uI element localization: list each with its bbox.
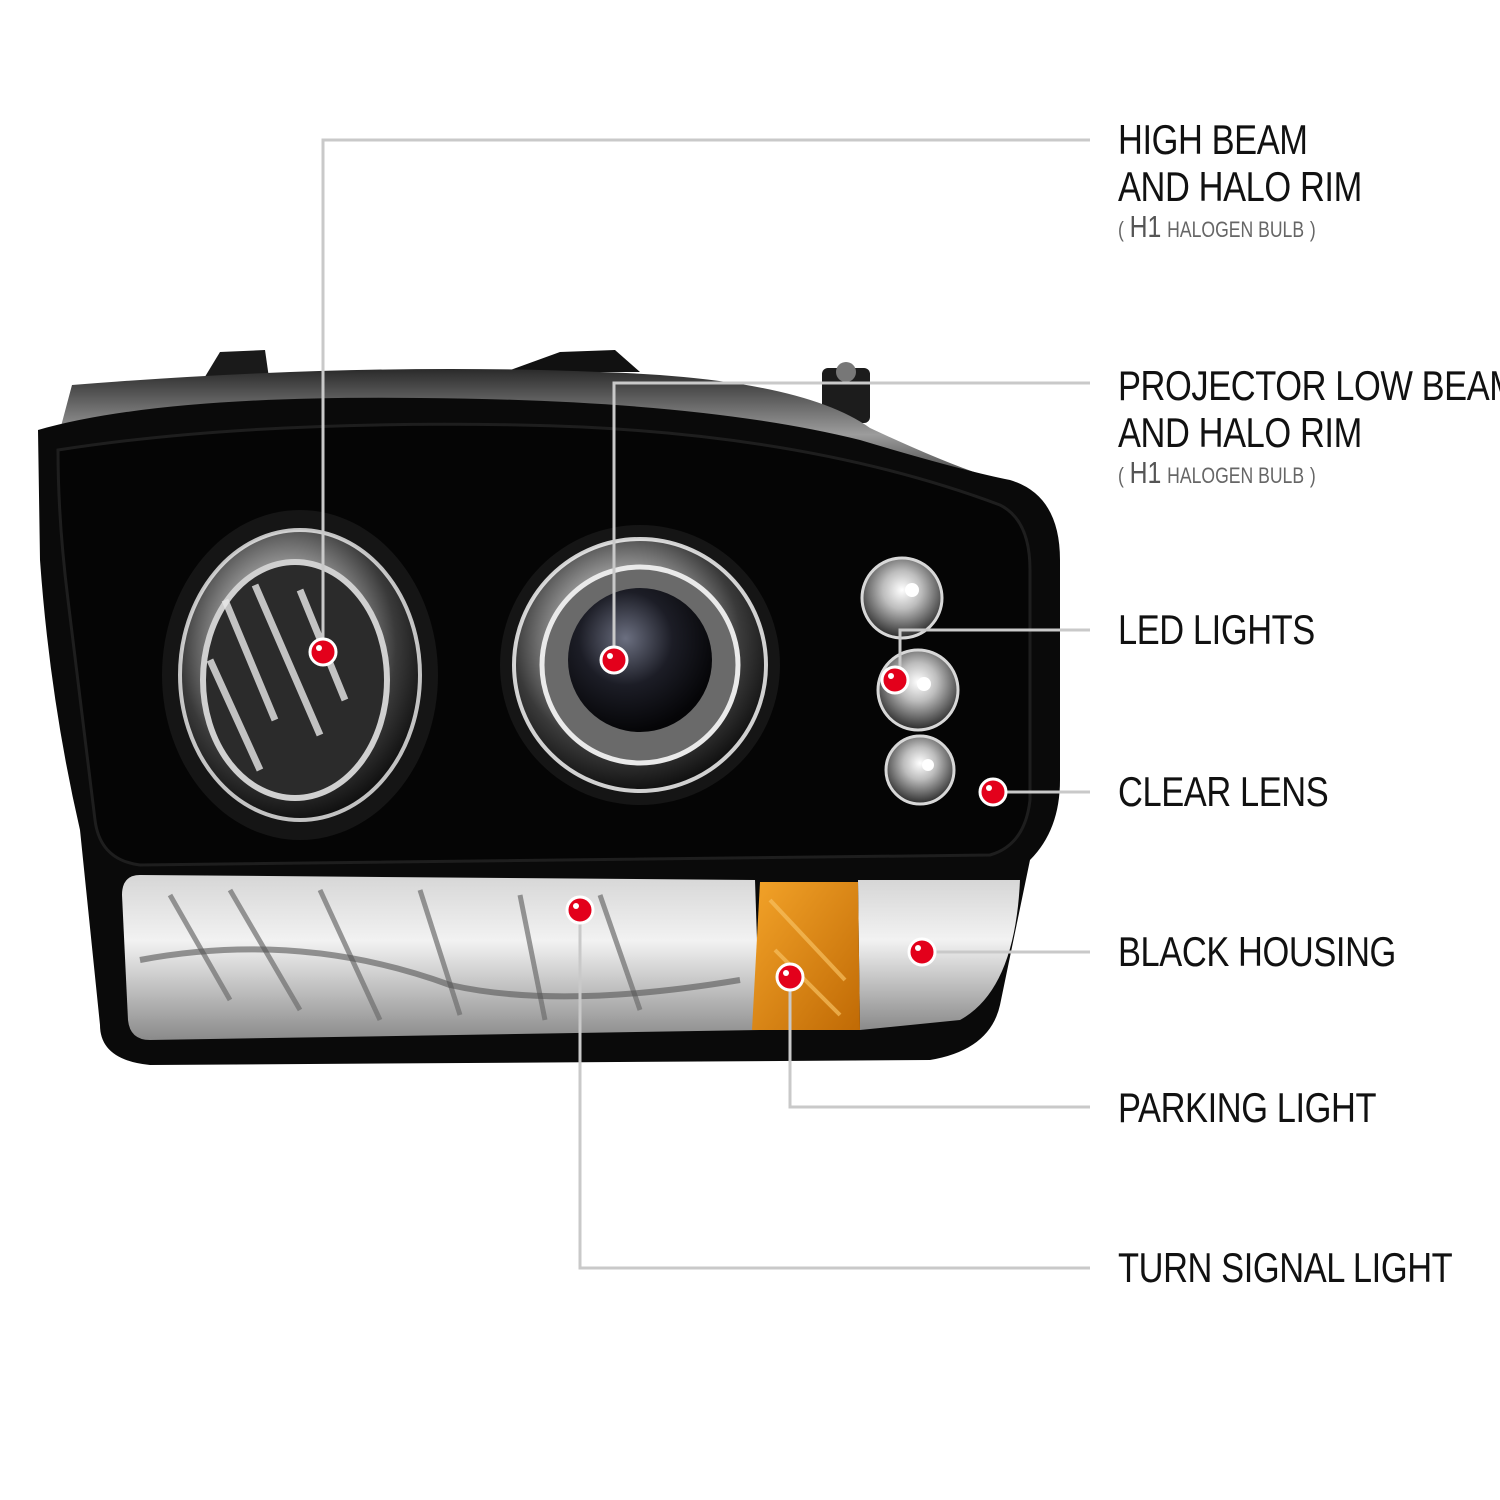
callout-label-black-housing: BLACK HOUSING bbox=[1118, 928, 1396, 975]
high-beam-reflector bbox=[162, 510, 438, 840]
callout-line-projector bbox=[612, 381, 1090, 660]
callout-lines bbox=[321, 138, 1090, 1270]
callout-dot-parking bbox=[775, 962, 805, 992]
parking-light-amber bbox=[752, 882, 860, 1030]
callout-dot-turn-signal bbox=[565, 895, 595, 925]
note-bulb-code: H1 bbox=[1129, 455, 1162, 490]
callout-line-high-beam bbox=[321, 138, 1090, 652]
callout-dots bbox=[308, 637, 1008, 992]
callout-dot-projector bbox=[599, 645, 629, 675]
callout-label-parking-light: PARKING LIGHT bbox=[1118, 1084, 1377, 1131]
callout-line-led bbox=[898, 628, 1090, 678]
note-open-paren: ( bbox=[1118, 217, 1124, 242]
callout-title-line: AND HALO RIM bbox=[1118, 163, 1362, 210]
callout-line-parking bbox=[788, 977, 1090, 1109]
turn-signal-section bbox=[122, 875, 1020, 1040]
callout-dot-clear-lens bbox=[978, 777, 1008, 807]
callout-note: ( H1 HALOGEN BULB ) bbox=[1118, 209, 1316, 245]
callout-title-line: HIGH BEAM bbox=[1118, 116, 1308, 163]
callout-label-led-lights: LED LIGHTS bbox=[1118, 606, 1315, 653]
callout-title-line: PROJECTOR LOW BEAM bbox=[1118, 362, 1500, 409]
note-bulb-text: HALOGEN BULB bbox=[1167, 463, 1305, 488]
callout-dot-high-beam bbox=[308, 637, 338, 667]
callout-label-turn-signal-light: TURN SIGNAL LIGHT bbox=[1118, 1244, 1453, 1291]
note-close-paren: ) bbox=[1309, 463, 1316, 488]
callout-label-clear-lens: CLEAR LENS bbox=[1118, 768, 1329, 815]
note-open-paren: ( bbox=[1118, 463, 1124, 488]
note-close-paren: ) bbox=[1309, 217, 1316, 242]
note-bulb-text: HALOGEN BULB bbox=[1167, 217, 1305, 242]
callout-dot-black-housing bbox=[907, 937, 937, 967]
projector-reflector bbox=[500, 525, 780, 805]
callout-note: ( H1 HALOGEN BULB ) bbox=[1118, 455, 1316, 491]
callout-line-turn-signal bbox=[578, 910, 1090, 1270]
callout-title-line: AND HALO RIM bbox=[1118, 409, 1362, 456]
note-bulb-code: H1 bbox=[1129, 209, 1162, 244]
callout-dot-led bbox=[880, 665, 910, 695]
